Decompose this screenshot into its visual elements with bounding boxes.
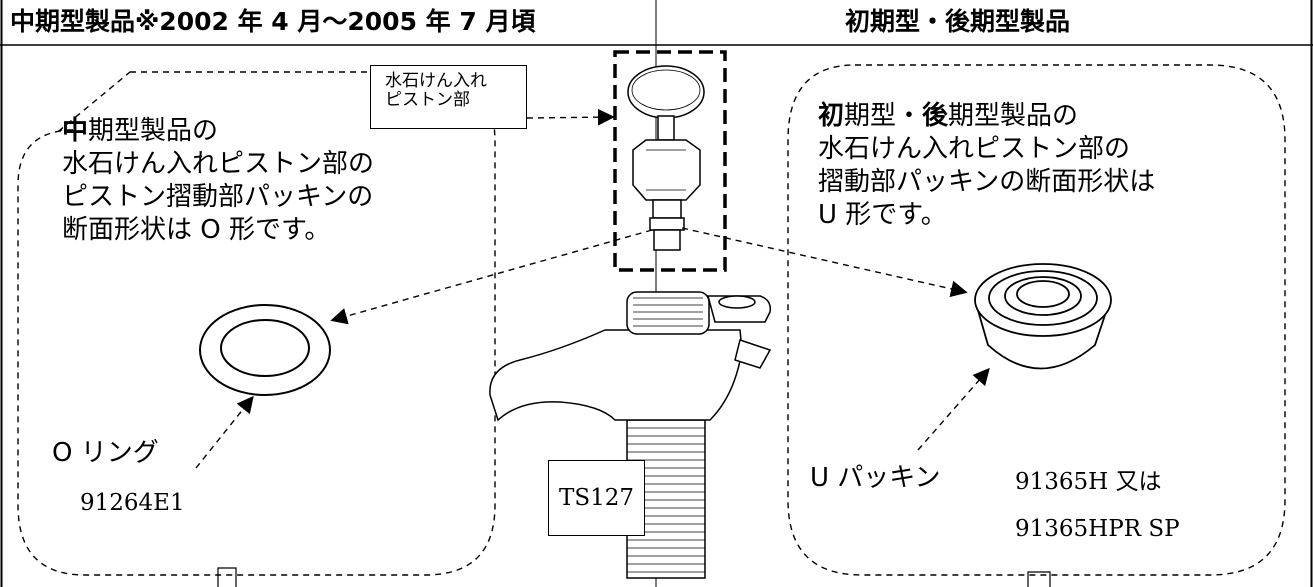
right-note: 初期型・後期型製品の 水石けん入れピストン部の 摺動部パッキンの断面形状は U … xyxy=(818,100,1155,232)
piston-label-line1: 水石けん入れ xyxy=(385,71,487,91)
left-note-line3: ピストン摺動部パッキンの xyxy=(62,182,374,212)
header-mid-period: 中期型製品※2002 年 4 月～2005 年 7 月頃 xyxy=(10,7,536,36)
piston-dashed-box xyxy=(613,50,727,272)
u-packing-part-number-2: 91365HPR SP xyxy=(1015,516,1180,542)
right-note-line3: 摺動部パッキンの断面形状は xyxy=(818,167,1156,197)
piston-label-box: 水石けん入れ ピストン部 xyxy=(370,65,527,129)
u-packing-illustration xyxy=(974,263,1112,370)
piston-label-line2: ピストン部 xyxy=(385,90,470,110)
piston-illustration xyxy=(627,65,705,251)
right-note-line2: 水石けん入れピストン部の xyxy=(818,134,1131,164)
o-ring-part-number: 91264E1 xyxy=(80,490,185,516)
left-note-line1: 中期型製品の xyxy=(62,116,219,146)
left-note-line4: 断面形状は O 形です。 xyxy=(62,215,331,245)
leader-arrows xyxy=(195,108,990,469)
header-early-late-period: 初期型・後期型製品 xyxy=(845,7,1071,36)
right-note-line4: U 形です。 xyxy=(818,200,947,230)
left-note: 中期型製品の 水石けん入れピストン部の ピストン摺動部パッキンの 断面形状は O… xyxy=(62,115,374,247)
u-packing-part-number-1: 91365H 又は xyxy=(1015,469,1162,495)
o-ring-illustration xyxy=(199,304,331,396)
right-note-line1: 初期型・後期型製品の xyxy=(818,101,1079,131)
region-stubs xyxy=(217,567,1051,587)
left-note-line2: 水石けん入れピストン部の xyxy=(62,149,375,179)
o-ring-label: O リング xyxy=(52,438,159,468)
faucet-model-label: TS127 xyxy=(548,460,645,536)
right-dashed-region xyxy=(787,64,1286,576)
u-packing-label: U パッキン xyxy=(810,463,941,493)
left-dashed-region xyxy=(17,71,496,576)
